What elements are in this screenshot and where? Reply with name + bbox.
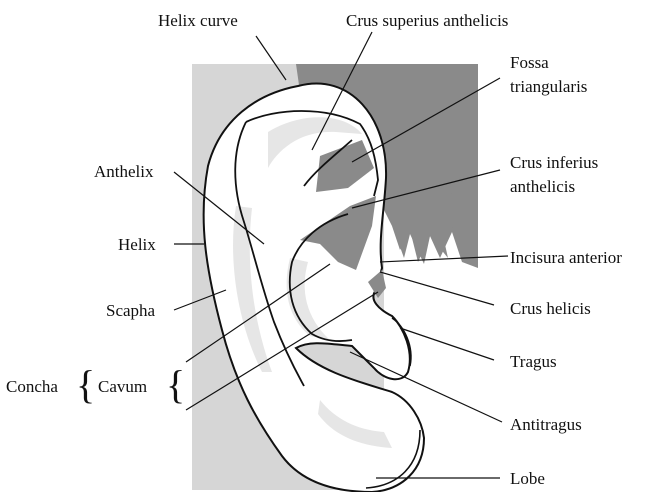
- label-fossa-line1: Fossa: [510, 53, 549, 72]
- label-crus-superius: Crus superius anthelicis: [346, 11, 508, 30]
- cavum-brace: {: [166, 362, 185, 407]
- label-concha: Concha: [6, 377, 58, 396]
- label-scapha: Scapha: [106, 301, 156, 320]
- label-cavum: Cavum: [98, 377, 147, 396]
- label-antitragus: Antitragus: [510, 415, 582, 434]
- label-crus-inferius-line1: Crus inferius: [510, 153, 598, 172]
- label-helix-curve: Helix curve: [158, 11, 238, 30]
- label-fossa-line2: triangularis: [510, 77, 587, 96]
- label-anthelix: Anthelix: [94, 162, 154, 181]
- label-tragus: Tragus: [510, 352, 557, 371]
- label-crus-helicis: Crus helicis: [510, 299, 591, 318]
- label-lobe: Lobe: [510, 469, 545, 488]
- concha-brace: {: [76, 362, 95, 407]
- label-helix: Helix: [118, 235, 156, 254]
- label-incisura-anterior: Incisura anterior: [510, 248, 622, 267]
- label-crus-inferius-line2: anthelicis: [510, 177, 575, 196]
